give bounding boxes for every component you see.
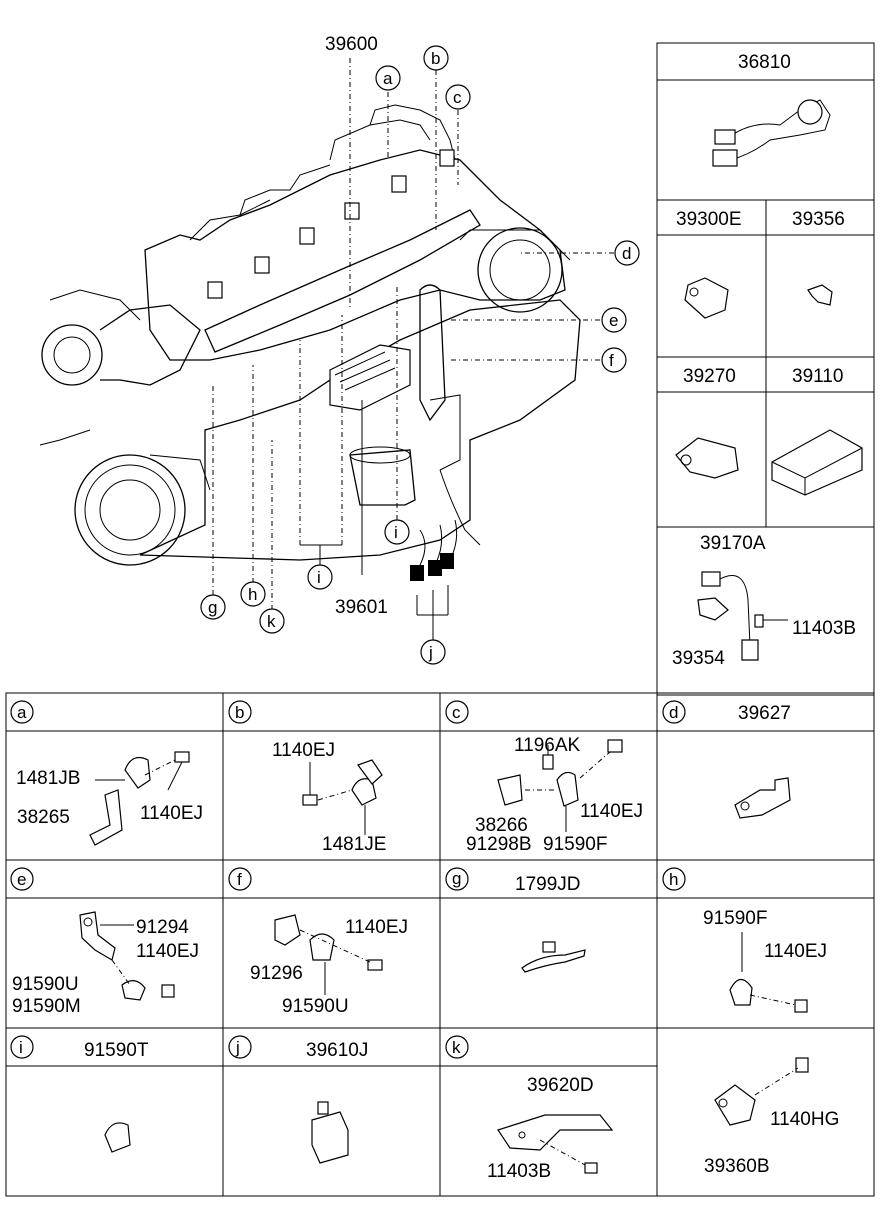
cell-h-drawing xyxy=(729,932,808,1013)
cell-e-drawing xyxy=(79,911,175,1001)
last-cell-39360b: 39360B xyxy=(704,1156,770,1177)
cell-e-letter: e xyxy=(17,870,26,889)
sidebar-grid xyxy=(656,42,875,696)
cell-d-drawing xyxy=(734,777,791,819)
harness-label-bottom: 39601 xyxy=(335,597,388,618)
part-39110-label: 39110 xyxy=(792,366,843,387)
last-cell-1140hg: 1140HG xyxy=(770,1109,839,1130)
last-cell-drawing xyxy=(714,1057,809,1126)
cell-k-39620d: 39620D xyxy=(527,1075,594,1096)
callout-i-upper: i xyxy=(394,523,398,542)
cell-a-letter: a xyxy=(17,703,27,722)
part-39110-drawing xyxy=(771,429,863,496)
cell-h-letter: h xyxy=(669,870,678,889)
cell-e-91590m: 91590M xyxy=(12,996,81,1017)
cell-k-11403b: 11403B xyxy=(487,1161,551,1182)
cell-b-1481je: 1481JE xyxy=(322,834,386,855)
callout-j: j xyxy=(428,643,433,662)
cell-j-letter: j xyxy=(235,1038,240,1057)
part-39356-drawing xyxy=(807,284,833,306)
part-36810-drawing xyxy=(712,99,831,167)
cell-d-39627: 39627 xyxy=(738,703,791,724)
callout-k: k xyxy=(267,612,276,631)
cell-a-38265: 38265 xyxy=(17,807,70,828)
cell-i-drawing xyxy=(104,1122,131,1153)
cell-f-drawing xyxy=(274,914,383,995)
part-39170a-drawing xyxy=(697,571,788,661)
part-39300e-label: 39300E xyxy=(676,209,742,230)
callout-h: h xyxy=(248,585,257,604)
cell-f-letter: f xyxy=(237,870,242,889)
part-39300e-drawing xyxy=(684,277,729,319)
callout-e: e xyxy=(609,311,618,330)
cell-j-drawing xyxy=(311,1101,349,1164)
engine-illustration xyxy=(39,104,581,581)
cell-b-1140ej: 1140EJ xyxy=(272,740,335,761)
cell-a-drawing xyxy=(89,751,190,846)
callout-d: d xyxy=(622,244,631,263)
part-11403b-sidebar-label: 11403B xyxy=(792,618,856,639)
cell-b-letter: b xyxy=(235,703,244,722)
cell-j-39610j: 39610J xyxy=(306,1040,368,1061)
callout-b: b xyxy=(431,49,440,68)
cell-letter-circles: a b c d e f g h i j k xyxy=(10,700,686,1059)
cell-c-91298b: 91298B xyxy=(466,834,532,855)
part-39356-label: 39356 xyxy=(792,209,845,230)
cell-g-drawing xyxy=(521,941,586,973)
cell-k-letter: k xyxy=(452,1038,461,1057)
part-39170a-label: 39170A xyxy=(700,533,766,554)
cell-c-1140ej: 1140EJ xyxy=(580,801,643,822)
cell-c-91590f: 91590F xyxy=(543,834,607,855)
cell-e-91294: 91294 xyxy=(136,917,189,938)
cell-e-91590u: 91590U xyxy=(12,974,79,995)
callout-c: c xyxy=(453,88,462,107)
callout-a: a xyxy=(383,69,393,88)
callout-f: f xyxy=(609,351,614,370)
cell-h-1140ej: 1140EJ xyxy=(764,941,827,962)
callout-i-lower: i xyxy=(317,568,321,587)
cell-i-91590t: 91590T xyxy=(84,1040,149,1061)
cell-g-letter: g xyxy=(452,869,461,888)
engine-leader-lines xyxy=(212,58,614,640)
part-39354-label: 39354 xyxy=(672,648,725,669)
part-39270-label: 39270 xyxy=(683,366,736,387)
cell-f-91590u: 91590U xyxy=(282,996,349,1017)
cell-a-1481jb: 1481JB xyxy=(16,768,80,789)
cell-f-1140ej: 1140EJ xyxy=(345,917,408,938)
cell-k-drawing xyxy=(497,1114,614,1174)
bottom-grid xyxy=(5,692,875,1197)
cell-g-1799jd: 1799JD xyxy=(515,874,581,895)
part-36810-label: 36810 xyxy=(738,52,791,73)
cell-c-1196ak: 1196AK xyxy=(514,735,581,756)
cell-h-91590f: 91590F xyxy=(703,908,767,929)
cell-c-38266: 38266 xyxy=(475,815,528,836)
cell-d-letter: d xyxy=(669,703,678,722)
cell-c-drawing xyxy=(497,739,623,832)
cell-b-drawing xyxy=(302,759,383,835)
cell-i-letter: i xyxy=(19,1038,23,1057)
cell-e-1140ej: 1140EJ xyxy=(136,941,199,962)
cell-f-91296: 91296 xyxy=(250,963,303,984)
cell-c-letter: c xyxy=(452,703,461,722)
callout-g: g xyxy=(208,598,217,617)
part-39270-drawing xyxy=(675,437,739,479)
harness-label-top: 39600 xyxy=(325,34,378,55)
engine-callouts: a b c d e f g h k i i j xyxy=(200,45,640,665)
cell-a-1140ej: 1140EJ xyxy=(140,803,203,824)
